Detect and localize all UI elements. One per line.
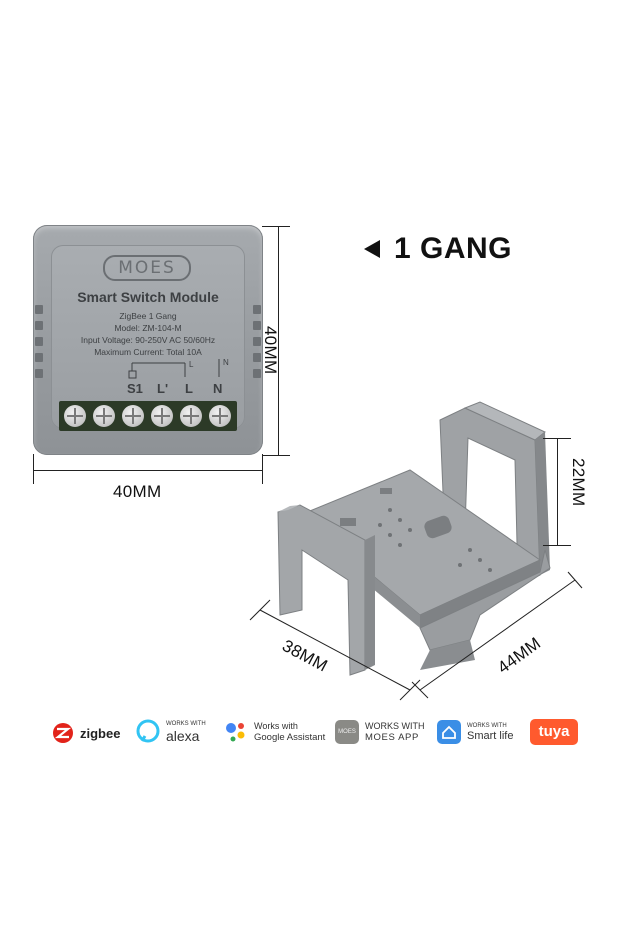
dim-line-height bbox=[278, 226, 279, 455]
terminal-labels: S1 L' L N bbox=[121, 381, 261, 399]
bracket-height-label: 22MM bbox=[569, 458, 588, 507]
smart-life-logo: WORKS WITH Smart life bbox=[437, 720, 513, 744]
smartlife-text: Smart life bbox=[467, 729, 514, 742]
zigbee-icon bbox=[53, 723, 73, 743]
module-line-4: Maximum Current: Total 10A bbox=[94, 347, 202, 357]
terminal-block bbox=[59, 401, 237, 431]
google-assistant-text: Google Assistant bbox=[254, 732, 326, 743]
tuya-logo: tuya bbox=[530, 719, 578, 745]
wiring-diagram-icon: L N bbox=[128, 358, 229, 379]
vent bbox=[35, 369, 43, 378]
zigbee-logo: zigbee bbox=[52, 722, 120, 744]
smart-life-icon bbox=[437, 720, 461, 744]
module-face bbox=[51, 245, 245, 429]
vent bbox=[253, 369, 261, 378]
terminal-screw bbox=[93, 405, 115, 427]
dim-tick bbox=[33, 454, 34, 484]
compatibility-logos: zigbee WORKS WITH alexa Works with Googl… bbox=[52, 716, 582, 756]
vent bbox=[253, 337, 261, 346]
terminal-screw bbox=[180, 405, 202, 427]
smartlife-works-with: WORKS WITH bbox=[467, 722, 507, 729]
dim-tick bbox=[543, 545, 571, 546]
module-line-2: Model: ZM-104-M bbox=[114, 323, 182, 333]
module-title: Smart Switch Module bbox=[77, 289, 219, 305]
terminal-screw bbox=[209, 405, 231, 427]
wire-label-n: N bbox=[223, 358, 229, 367]
vent bbox=[253, 321, 261, 330]
terminal-screw bbox=[151, 405, 173, 427]
alexa-icon bbox=[136, 719, 160, 743]
vent bbox=[35, 337, 43, 346]
gang-title: 1 GANG bbox=[364, 232, 512, 266]
vent bbox=[35, 321, 43, 330]
moes-logo: MOES bbox=[103, 255, 191, 281]
vent bbox=[253, 305, 261, 314]
terminal-label-l-prime: L' bbox=[157, 381, 169, 396]
moes-app-text: MOES APP bbox=[365, 732, 419, 743]
terminal-label-l: L bbox=[185, 381, 193, 396]
smart-switch-module: MOES Smart Switch Module ZigBee 1 Gang M… bbox=[33, 225, 263, 455]
terminal-screw bbox=[122, 405, 144, 427]
vent bbox=[253, 353, 261, 362]
left-triangle-icon bbox=[364, 240, 380, 258]
moes-app-icon: MOES bbox=[335, 720, 359, 744]
tuya-text: tuya bbox=[530, 719, 578, 745]
alexa-works-with: WORKS WITH bbox=[166, 720, 206, 727]
module-height-label: 40MM bbox=[261, 326, 280, 375]
gang-title-text: 1 GANG bbox=[394, 232, 513, 265]
module-width-label: 40MM bbox=[113, 482, 162, 501]
zigbee-text: zigbee bbox=[80, 725, 121, 741]
bracket-depth-width-dims bbox=[249, 571, 583, 701]
terminal-label-s1: S1 bbox=[127, 381, 143, 396]
google-works-with: Works with bbox=[254, 721, 298, 731]
moes-app-logo: MOES WORKS WITH MOES APP bbox=[335, 720, 425, 744]
google-assistant-logo: Works with Google Assistant bbox=[224, 720, 325, 744]
alexa-logo: WORKS WITH alexa bbox=[136, 719, 206, 745]
dim-tick bbox=[262, 226, 290, 227]
terminal-screw bbox=[64, 405, 86, 427]
dim-tick bbox=[262, 454, 263, 484]
dim-line-width bbox=[33, 470, 262, 471]
alexa-text: alexa bbox=[166, 727, 200, 744]
vent bbox=[35, 353, 43, 362]
dim-tick bbox=[262, 455, 290, 456]
vent bbox=[35, 305, 43, 314]
module-line-1: ZigBee 1 Gang bbox=[119, 311, 177, 321]
module-line-3: Input Voltage: 90-250V AC 50/60Hz bbox=[80, 335, 216, 345]
moes-works-with: WORKS WITH bbox=[365, 721, 425, 731]
wire-label-l: L bbox=[189, 360, 194, 369]
terminal-label-n: N bbox=[213, 381, 223, 396]
dim-line-bracket-height bbox=[557, 438, 558, 545]
mounting-bracket bbox=[277, 401, 551, 676]
google-assistant-icon bbox=[226, 723, 245, 742]
